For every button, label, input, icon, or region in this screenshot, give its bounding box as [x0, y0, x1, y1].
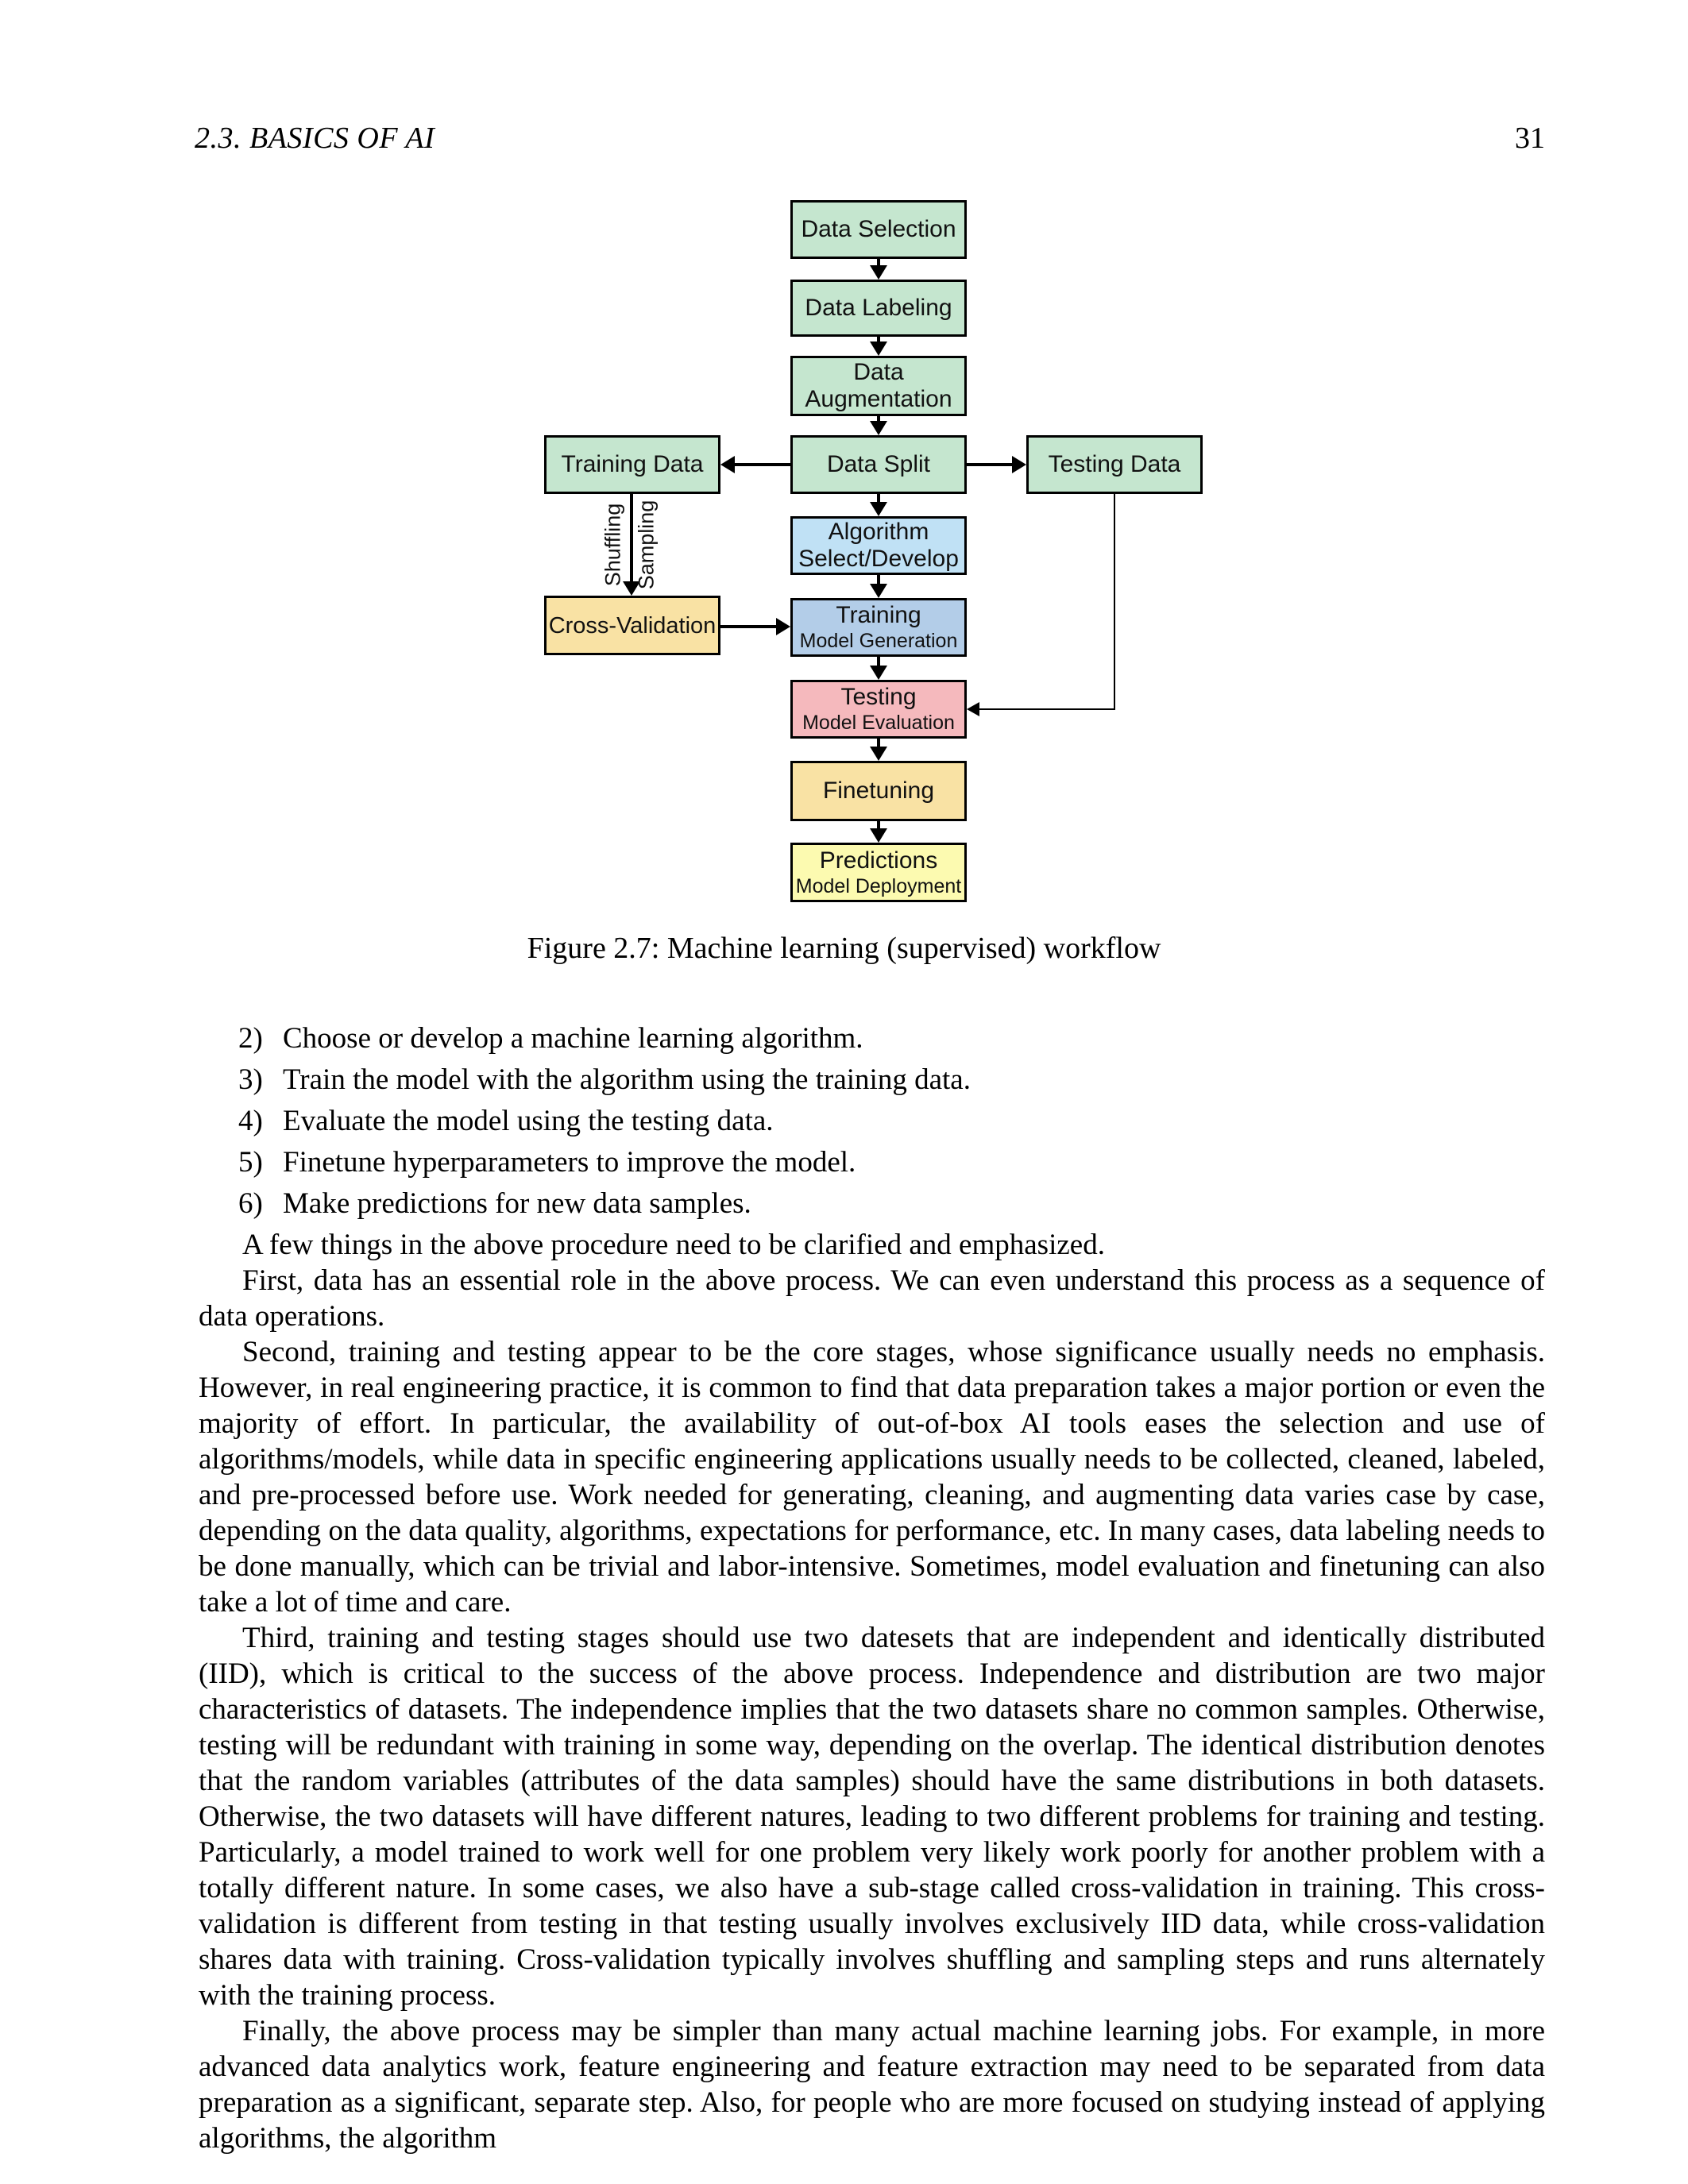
- list-item: 5) Finetune hyperparameters to improve t…: [238, 1144, 1549, 1180]
- arrow-training-to-testing: [877, 657, 880, 667]
- node-testing-model-evaluation: Testing Model Evaluation: [790, 680, 967, 739]
- arrowhead-down-icon: [870, 502, 887, 516]
- node-label: Algorithm: [828, 519, 929, 545]
- node-label: Data Labeling: [805, 295, 952, 321]
- arrowhead-left-icon: [720, 456, 735, 473]
- line-testing-data-down: [1114, 494, 1115, 710]
- arrowhead-down-icon: [870, 747, 887, 761]
- list-item-number: 2): [238, 1022, 263, 1055]
- paragraph-intro: A few things in the above procedure need…: [242, 1229, 1105, 1261]
- arrow-augmentation-to-split: [877, 416, 880, 423]
- arrowhead-right-icon: [776, 618, 790, 635]
- node-sublabel: Model Evaluation: [802, 712, 955, 734]
- workflow-figure: Data Selection Data Labeling Data Augmen…: [0, 0, 1688, 921]
- node-testing-data: Testing Data: [1026, 435, 1203, 494]
- list-item-text: Choose or develop a machine learning alg…: [283, 1022, 863, 1055]
- node-training-model-generation: Training Model Generation: [790, 598, 967, 657]
- arrowhead-down-icon: [870, 584, 887, 598]
- arrowhead-down-icon: [870, 265, 887, 280]
- node-label: Data Selection: [801, 216, 956, 242]
- figure-caption: Figure 2.7: Machine learning (supervised…: [527, 932, 1161, 965]
- arrow-finetuning-to-predictions: [877, 821, 880, 830]
- list-item-text: Evaluate the model using the testing dat…: [283, 1105, 774, 1137]
- node-algorithm-select-develop: Algorithm Select/Develop: [790, 516, 967, 575]
- node-label: Finetuning: [822, 778, 935, 804]
- node-data-augmentation: Data Augmentation: [790, 356, 967, 416]
- arrow-testing-to-finetuning: [877, 739, 880, 748]
- node-label: Data: [853, 359, 904, 385]
- node-data-labeling: Data Labeling: [790, 280, 967, 337]
- list-item-text: Make predictions for new data samples.: [283, 1187, 751, 1220]
- node-sublabel: Model Generation: [799, 630, 958, 652]
- arrowhead-down-icon: [870, 341, 887, 356]
- arrow-cross-validation-to-training: [720, 625, 778, 628]
- list-item-number: 4): [238, 1105, 263, 1137]
- arrow-split-to-testing-data: [967, 463, 1014, 466]
- arrowhead-down-icon: [870, 421, 887, 435]
- node-label: Testing Data: [1048, 451, 1181, 477]
- list-item-number: 6): [238, 1187, 263, 1220]
- list-item-number: 5): [238, 1146, 263, 1179]
- page-number: 31: [1515, 122, 1545, 155]
- paragraph-third: Third, training and testing stages shoul…: [199, 1622, 1545, 2012]
- node-data-split: Data Split: [790, 435, 967, 494]
- node-label: Select/Develop: [798, 546, 959, 572]
- list-item-text: Train the model with the algorithm using…: [283, 1063, 971, 1096]
- node-label: Training: [836, 602, 921, 628]
- arrowhead-down-icon: [870, 828, 887, 843]
- paragraph-finally: Finally, the above process may be simple…: [199, 2015, 1545, 2155]
- arrow-labeling-to-augmentation: [877, 337, 880, 343]
- node-training-data: Training Data: [544, 435, 720, 494]
- arrow-split-to-algorithm: [877, 494, 880, 504]
- arrowhead-right-icon: [1012, 456, 1026, 473]
- node-label: Augmentation: [805, 386, 952, 412]
- arrow-training-data-to-cross-validation: [630, 494, 633, 583]
- list-item: 3) Train the model with the algorithm us…: [238, 1062, 1549, 1098]
- edge-label-sampling: Sampling: [634, 500, 659, 590]
- node-data-selection: Data Selection: [790, 200, 967, 259]
- list-item: 4) Evaluate the model using the testing …: [238, 1103, 1549, 1139]
- list-item-text: Finetune hyperparameters to improve the …: [283, 1146, 856, 1179]
- node-cross-validation: Cross-Validation: [544, 596, 720, 655]
- body-paragraphs: A few things in the above procedure need…: [199, 1227, 1545, 2156]
- node-label: Predictions: [819, 847, 938, 874]
- arrowhead-left-icon: [967, 702, 979, 716]
- paragraph-second: Second, training and testing appear to b…: [199, 1336, 1545, 1619]
- arrowhead-down-icon: [623, 581, 640, 596]
- list-item: 6) Make predictions for new data samples…: [238, 1186, 1549, 1221]
- section-heading: 2.3. BASICS OF AI: [195, 122, 435, 155]
- node-finetuning: Finetuning: [790, 761, 967, 821]
- arrow-algorithm-to-training: [877, 575, 880, 585]
- arrow-selection-to-labeling: [877, 259, 880, 267]
- paragraph-first: First, data has an essential role in the…: [199, 1264, 1545, 1333]
- arrowhead-down-icon: [870, 666, 887, 680]
- line-testing-data-to-testing: [978, 708, 1115, 710]
- node-label: Training Data: [561, 451, 704, 477]
- node-predictions-model-deployment: Predictions Model Deployment: [790, 843, 967, 902]
- node-label: Data Split: [826, 451, 931, 477]
- edge-label-shuffling: Shuffling: [601, 503, 625, 587]
- list-item-number: 3): [238, 1063, 263, 1096]
- node-label: Cross-Validation: [548, 612, 717, 639]
- list-item: 2) Choose or develop a machine learning …: [238, 1021, 1549, 1056]
- node-label: Testing: [840, 684, 917, 710]
- arrow-split-to-training-data: [733, 463, 790, 466]
- node-sublabel: Model Deployment: [795, 874, 962, 897]
- page-header: 2.3. BASICS OF AI 31: [195, 121, 1545, 156]
- numbered-list: 2) Choose or develop a machine learning …: [238, 1021, 1549, 1227]
